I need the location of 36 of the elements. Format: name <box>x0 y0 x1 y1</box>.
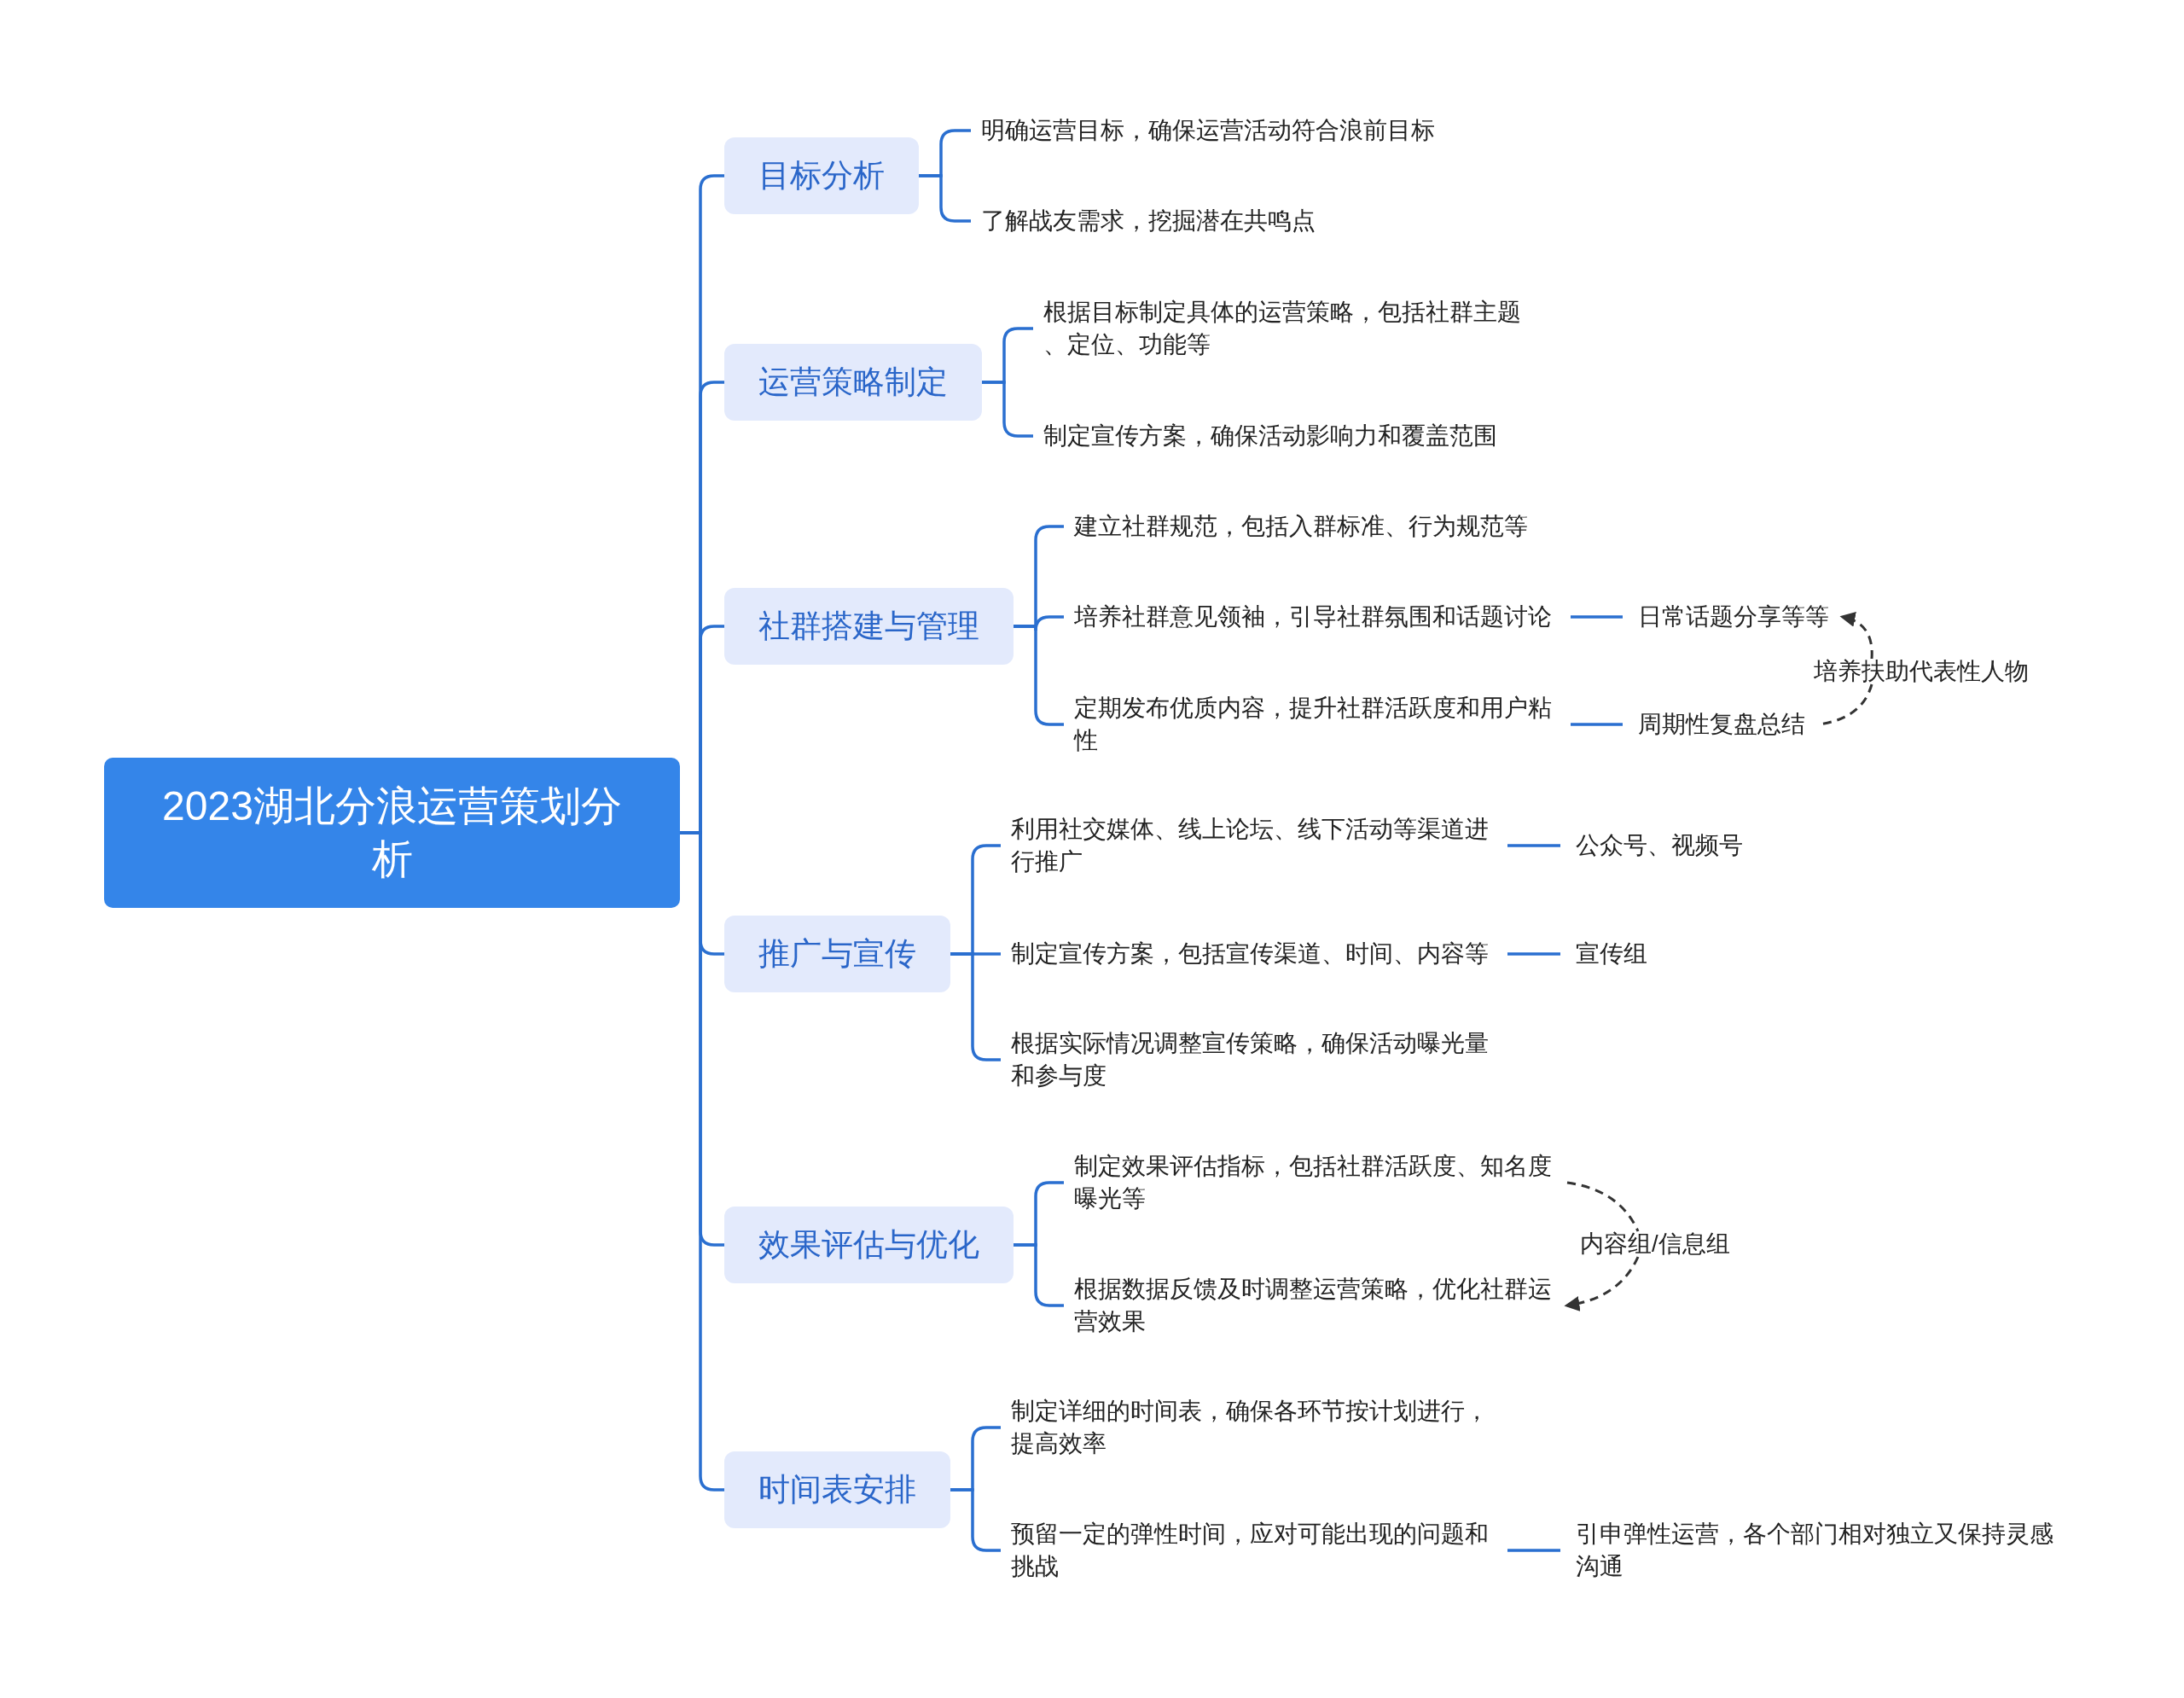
note-text: 宣传组 <box>1565 938 1658 970</box>
dashed-arrow <box>1839 612 1873 660</box>
dashed-line <box>1566 1181 1640 1232</box>
topic-box: 运营策略制定 <box>724 344 982 421</box>
topic-box: 推广与宣传 <box>724 916 950 992</box>
note-text: 内容组/信息组 <box>1570 1228 1740 1260</box>
subtopic-text: 定期发布优质内容，提升社群活跃度和用户粘性 <box>1064 692 1564 757</box>
subtopic-text: 根据数据反馈及时调整运营策略，优化社群运营效果 <box>1064 1273 1564 1338</box>
subtopic-text: 培养社群意见领袖，引导社群氛围和话题讨论 <box>1064 601 1564 633</box>
topic-box: 目标分析 <box>724 137 919 214</box>
subtopic-text: 利用社交媒体、线上论坛、线下活动等渠道进行推广 <box>1001 813 1501 878</box>
note-text: 日常话题分享等等 <box>1628 601 1839 633</box>
topic-box: 社群搭建与管理 <box>724 588 1014 665</box>
dashed-arrow <box>1564 1256 1640 1311</box>
subtopic-text: 引申弹性运营，各个部门相对独立又保持灵感沟通 <box>1565 1518 2065 1583</box>
topic-box: 效果评估与优化 <box>724 1207 1014 1283</box>
subtopic-text: 制定详细的时间表，确保各环节按计划进行，提高效率 <box>1001 1395 1501 1460</box>
subtopic-text: 建立社群规范，包括入群标准、行为规范等 <box>1064 510 1564 543</box>
note-text: 培养扶助代表性人物 <box>1804 655 2039 688</box>
subtopic-text: 了解战友需求，挖掘潜在共鸣点 <box>971 205 1471 237</box>
subtopic-text: 预留一定的弹性时间，应对可能出现的问题和挑战 <box>1001 1518 1501 1583</box>
subtopic-text: 明确运营目标，确保运营活动符合浪前目标 <box>971 114 1471 147</box>
subtopic-text: 制定宣传方案，确保活动影响力和覆盖范围 <box>1033 420 1533 452</box>
connector-line <box>1571 615 1623 619</box>
root-topic-box: 2023湖北分浪运营策划分析 <box>104 758 680 908</box>
note-text: 周期性复盘总结 <box>1628 708 1815 741</box>
topic-box: 时间表安排 <box>724 1451 950 1528</box>
subtopic-text: 制定效果评估指标，包括社群活跃度、知名度曝光等 <box>1064 1150 1564 1215</box>
connector-line <box>1507 952 1560 956</box>
subtopic-text: 根据实际情况调整宣传策略，确保活动曝光量和参与度 <box>1001 1027 1501 1092</box>
connector-line <box>1571 723 1623 726</box>
subtopic-text: 根据目标制定具体的运营策略，包括社群主题、定位、功能等 <box>1033 296 1533 361</box>
connector-line <box>1507 1549 1560 1552</box>
subtopic-text: 制定宣传方案，包括宣传渠道、时间、内容等 <box>1001 938 1501 970</box>
connector-line <box>1507 844 1560 847</box>
note-text: 公众号、视频号 <box>1565 829 1753 862</box>
